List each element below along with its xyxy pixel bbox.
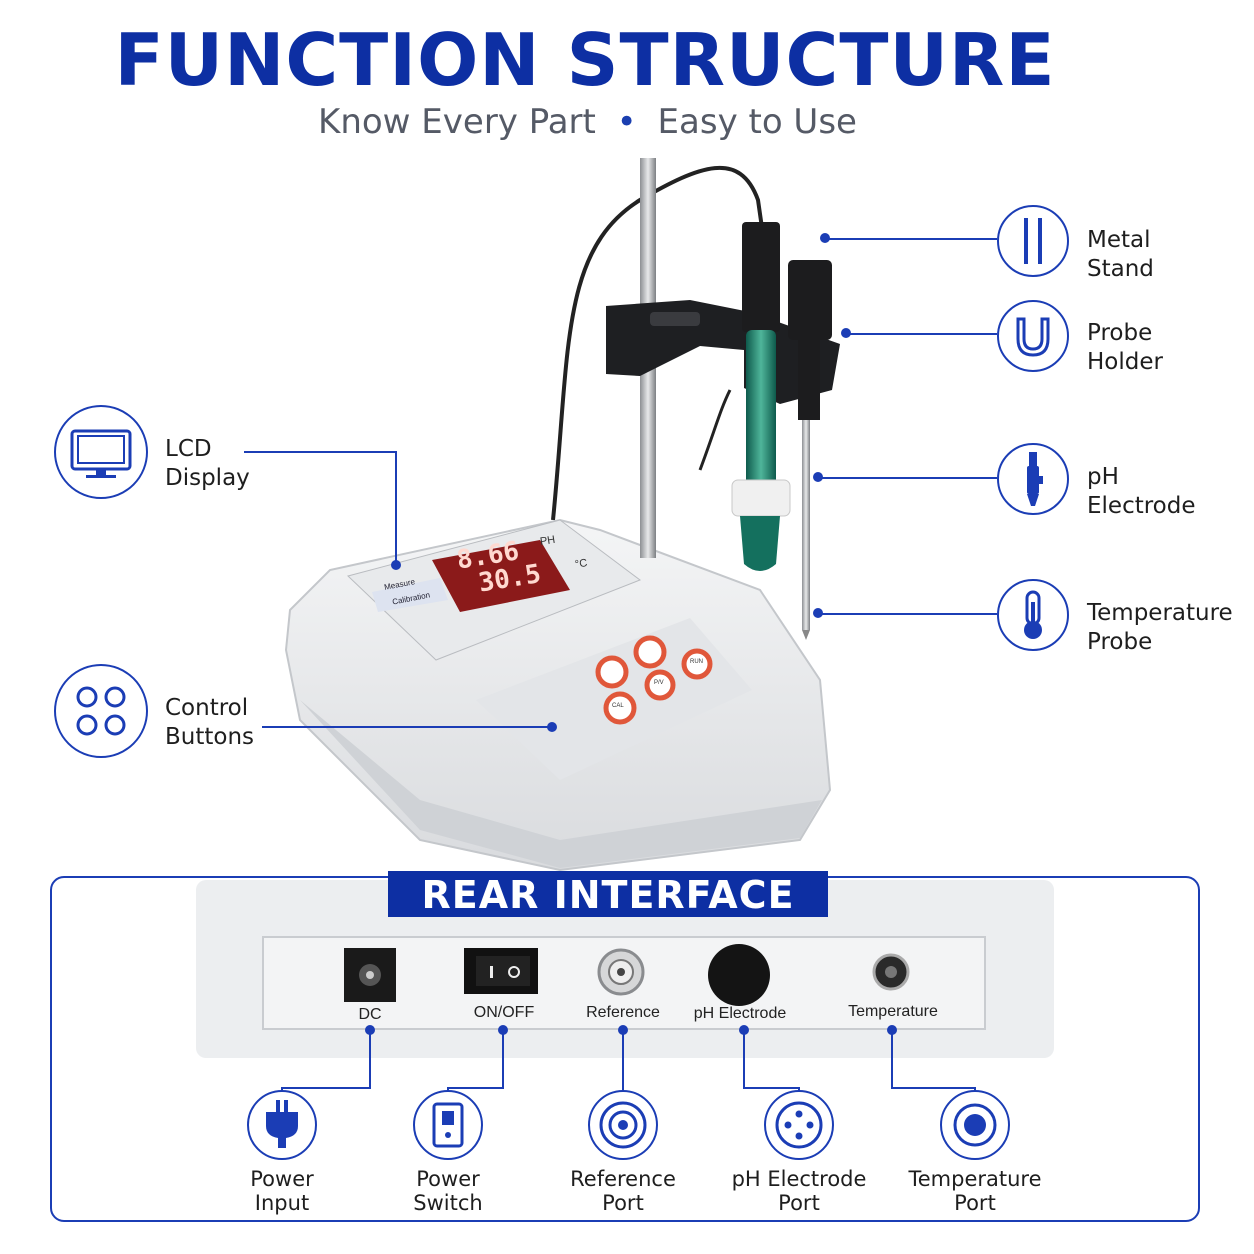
temperature-port-icon-circle xyxy=(940,1090,1010,1160)
metal-stand-label: Metal Stand xyxy=(1087,226,1154,284)
control-leader-dot xyxy=(547,722,557,732)
stand-label-line2: Stand xyxy=(1087,256,1154,282)
u-shape-icon xyxy=(1016,317,1050,357)
lcd-display-label: LCD Display xyxy=(165,435,250,493)
control-leader-h xyxy=(262,726,552,728)
electrode-leader xyxy=(818,477,997,479)
ph-electrode-label: pH Electrode xyxy=(1087,463,1196,521)
dc-jack xyxy=(344,948,396,1002)
rear-interface-title: REAR INTERFACE xyxy=(388,871,828,917)
page-subtitle: Know Every Part • Easy to Use xyxy=(0,102,1175,142)
electrode-label-line2: Electrode xyxy=(1087,493,1196,519)
tempprobe-leader xyxy=(818,613,997,615)
button-pv-label: P/V xyxy=(654,680,664,686)
probe-holder-label: Probe Holder xyxy=(1087,319,1163,377)
reference-port-line1: Reference xyxy=(570,1167,676,1191)
stand-label-line1: Metal xyxy=(1087,227,1151,253)
reference-port-icon-circle xyxy=(588,1090,658,1160)
ph-electrode-port-label: pH Electrode Port xyxy=(709,1167,889,1215)
port-label-reference: Reference xyxy=(586,1004,660,1021)
control-buttons-label: Control Buttons xyxy=(165,694,254,752)
stand-leader xyxy=(825,238,997,240)
round-port-icon xyxy=(953,1103,997,1147)
port-label-temperature: Temperature xyxy=(848,1003,938,1020)
parallel-bars-icon xyxy=(1024,218,1042,264)
tempprobe-callout-icon xyxy=(997,579,1069,651)
control-callout-icon xyxy=(54,664,148,758)
ph-electrode-port-line2: Port xyxy=(778,1191,820,1215)
ph-electrode-port-line1: pH Electrode xyxy=(731,1167,867,1191)
lcd-callout-icon xyxy=(54,405,148,499)
control-label-line1: Control xyxy=(165,695,249,721)
temperature-jack xyxy=(872,953,910,991)
tempprobe-label-line2: Probe xyxy=(1087,629,1153,655)
button-run xyxy=(681,648,713,680)
electrode-label-line1: pH xyxy=(1087,464,1119,490)
subtitle-right: Easy to Use xyxy=(657,102,857,142)
electrode-callout-icon xyxy=(997,443,1069,515)
multi-pin-port-icon xyxy=(775,1101,823,1149)
button-up xyxy=(595,655,629,689)
temperature-probe-label: Temperature Probe xyxy=(1087,599,1233,657)
control-label-line2: Buttons xyxy=(165,724,255,750)
reference-port-label: Reference Port xyxy=(543,1167,703,1215)
lcd-label-line2: Display xyxy=(165,465,250,491)
button-cal-label: CAL xyxy=(612,703,624,709)
electrode-icon xyxy=(1027,452,1043,506)
tempprobe-label-line1: Temperature xyxy=(1087,600,1233,626)
lcd-leader-h xyxy=(244,451,396,453)
page-title: FUNCTION STRUCTURE xyxy=(114,18,1056,102)
lcd-leader-dot xyxy=(391,560,401,570)
ph-electrode-port-icon-circle xyxy=(764,1090,834,1160)
lcd-leader-v xyxy=(395,451,397,563)
holder-label-line2: Holder xyxy=(1087,349,1163,375)
coax-port-icon xyxy=(599,1101,647,1149)
stand-callout-icon xyxy=(997,205,1069,277)
power-switch-line2: Switch xyxy=(413,1191,483,1215)
lcd-label-line1: LCD xyxy=(165,436,212,462)
temperature-port-line1: Temperature xyxy=(908,1167,1042,1191)
power-input-icon-circle xyxy=(247,1090,317,1160)
button-down xyxy=(633,635,667,669)
power-input-line1: Power xyxy=(250,1167,314,1191)
holder-callout-icon xyxy=(997,300,1069,372)
temperature-port-label: Temperature Port xyxy=(895,1167,1055,1215)
button-pv xyxy=(644,669,676,701)
power-switch-line1: Power xyxy=(416,1167,480,1191)
button-cal xyxy=(603,691,637,725)
holder-label-line1: Probe xyxy=(1087,320,1153,346)
plug-icon xyxy=(266,1100,298,1148)
power-switch-icon-circle xyxy=(413,1090,483,1160)
monitor-icon xyxy=(70,429,132,478)
button-run-label: RUN xyxy=(690,659,703,665)
holder-leader xyxy=(846,333,997,335)
power-switch-label: Power Switch xyxy=(378,1167,518,1215)
reference-port-line2: Port xyxy=(602,1191,644,1215)
ph-electrode-connector xyxy=(708,944,770,1006)
temperature-port-line2: Port xyxy=(954,1191,996,1215)
thermometer-icon xyxy=(1024,590,1042,639)
power-input-line2: Input xyxy=(254,1191,310,1215)
power-input-label: Power Input xyxy=(212,1167,352,1215)
power-rocker-switch xyxy=(464,948,538,994)
subtitle-separator: • xyxy=(616,102,637,142)
port-label-dc: DC xyxy=(358,1006,382,1023)
four-circles-icon xyxy=(76,686,126,736)
switch-icon xyxy=(432,1102,464,1148)
port-label-onoff: ON/OFF xyxy=(473,1004,535,1021)
port-label-ph-electrode: pH Electrode xyxy=(693,1005,787,1022)
subtitle-left: Know Every Part xyxy=(318,102,596,142)
reference-bnc xyxy=(597,948,645,996)
